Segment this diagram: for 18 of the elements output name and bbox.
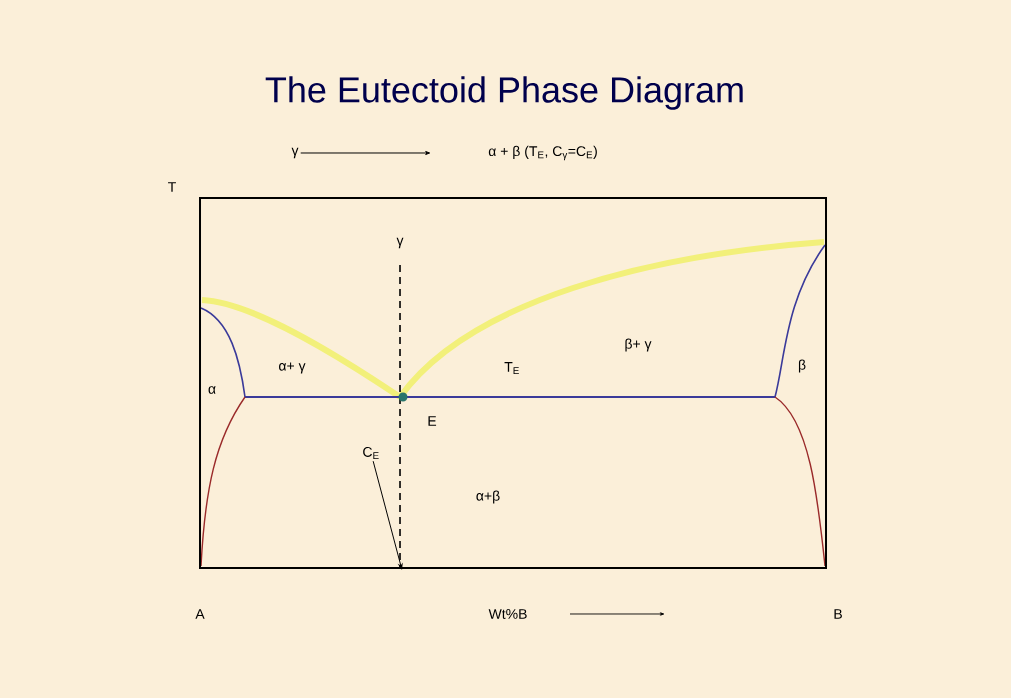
title: The Eutectoid Phase Diagram [265,76,743,110]
node-label: γ [291,147,299,159]
region-label: A [195,609,205,619]
region-label: B [834,609,842,619]
region-label: β+ γ [625,338,652,352]
region-label: Wt%B [488,609,527,619]
region-label: γ [396,237,404,249]
region-label: α+β [476,490,500,504]
region-label: β [798,359,806,373]
node-label: C$_{E}$ [363,447,379,459]
region-label: E [428,416,437,426]
region-label: T$_{E}$ [504,362,519,374]
node-label: α + β (T$_{E}$, C$_{γ}$=C$_{E}$) [488,145,597,161]
region-label: T [168,182,176,192]
leader-line [372,460,403,570]
region-label: α+ γ [279,362,306,374]
region-label: α [208,386,216,394]
arrow [300,151,431,155]
